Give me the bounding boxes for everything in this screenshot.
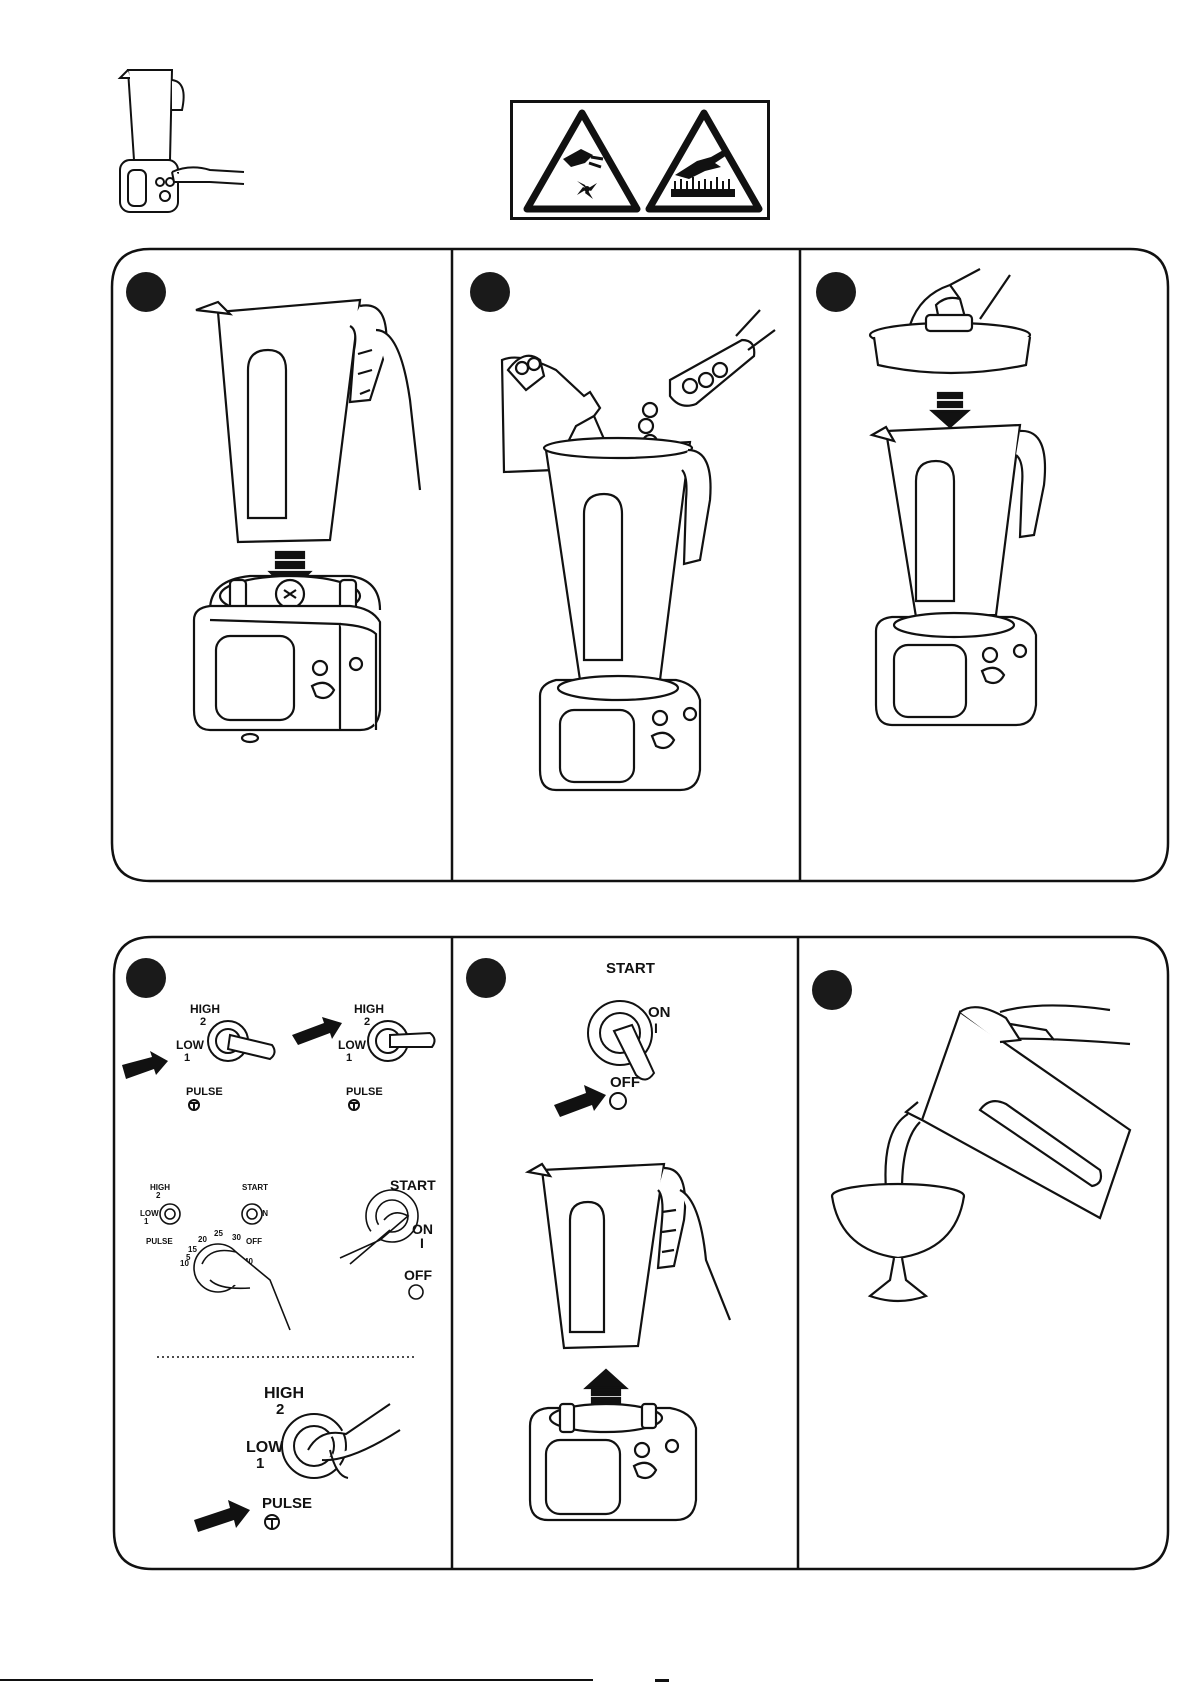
- speed-high-label-b: HIGH: [354, 1002, 384, 1016]
- speed-high-label: HIGH: [190, 1002, 220, 1016]
- step-4-speed-switch-low: HIGH 2 LOW 1 PULSE: [120, 995, 290, 1125]
- svg-text:1: 1: [144, 1217, 149, 1226]
- pulse-high-number: 2: [276, 1401, 284, 1418]
- step-1-place-jar-illustration: [190, 290, 440, 800]
- blade-hazard-icon: [523, 109, 641, 213]
- step-3-place-lid-illustration: [880, 265, 1120, 755]
- step-1-badge: [126, 272, 166, 312]
- timer-num-20: 20: [198, 1235, 207, 1244]
- footer-rule: [0, 1679, 593, 1681]
- step-5-power-switch: START ON I OFF: [550, 955, 720, 1125]
- step-4-pulse-switch: HIGH 2 LOW 1 PULSE: [190, 1380, 420, 1550]
- speed-pulse-label-b: PULSE: [346, 1086, 383, 1098]
- speed-high-number: 2: [200, 1016, 206, 1028]
- timer-num-30: 30: [232, 1233, 241, 1242]
- power-on-mark: I: [420, 1235, 424, 1251]
- power-off-label: OFF: [404, 1267, 432, 1283]
- speed-low-number: 1: [184, 1052, 190, 1064]
- step5-on-label: ON: [648, 1004, 671, 1021]
- step-5-badge: [466, 958, 506, 998]
- footer-mark: [655, 1679, 669, 1682]
- step-4-badge: [126, 958, 166, 998]
- speed-high-number-b: 2: [364, 1016, 370, 1028]
- pulse-pulse-label: PULSE: [262, 1495, 312, 1512]
- arrow-icon: [554, 1085, 606, 1117]
- pulse-low-number: 1: [256, 1455, 264, 1472]
- step-2-add-ingredients-illustration: [500, 300, 780, 800]
- timer-num-25: 25: [214, 1229, 223, 1238]
- pulse-high-label: HIGH: [264, 1385, 304, 1402]
- svg-text:2: 2: [156, 1191, 161, 1200]
- step5-on-mark: I: [654, 1020, 658, 1036]
- overview-blender-illustration: [110, 60, 270, 220]
- speed-pulse-label: PULSE: [186, 1086, 223, 1098]
- svg-text:PULSE: PULSE: [146, 1237, 173, 1246]
- svg-text:LOW: LOW: [140, 1209, 159, 1218]
- step-6-pour-drink-illustration: [810, 1000, 1140, 1310]
- timer-num-15: 15: [188, 1245, 197, 1254]
- arrow-icon: [122, 1051, 168, 1079]
- step-5-remove-jar-illustration: [530, 1160, 760, 1560]
- svg-text:START: START: [242, 1183, 268, 1192]
- hot-surface-icon: [645, 109, 763, 213]
- timer-num-10: 10: [180, 1259, 189, 1268]
- step5-start-label: START: [606, 960, 655, 977]
- pulse-low-label: LOW: [246, 1439, 284, 1456]
- timer-num-off: OFF: [246, 1237, 262, 1246]
- speed-low-label: LOW: [176, 1038, 205, 1052]
- power-start-label: START: [390, 1177, 436, 1193]
- safety-warning-box: [510, 100, 770, 220]
- step-3-badge: [816, 272, 856, 312]
- arrow-icon: [292, 1017, 342, 1045]
- step-4-timer-controls: HIGH 2 LOW 1 PULSE START ON 5 10 15 20 2…: [140, 1180, 440, 1340]
- step-4-speed-switch-high: HIGH 2 LOW 1 PULSE: [290, 995, 450, 1125]
- step5-off-label: OFF: [610, 1074, 640, 1091]
- speed-low-label-b: LOW: [338, 1038, 367, 1052]
- arrow-icon: [194, 1500, 250, 1532]
- speed-low-number-b: 1: [346, 1052, 352, 1064]
